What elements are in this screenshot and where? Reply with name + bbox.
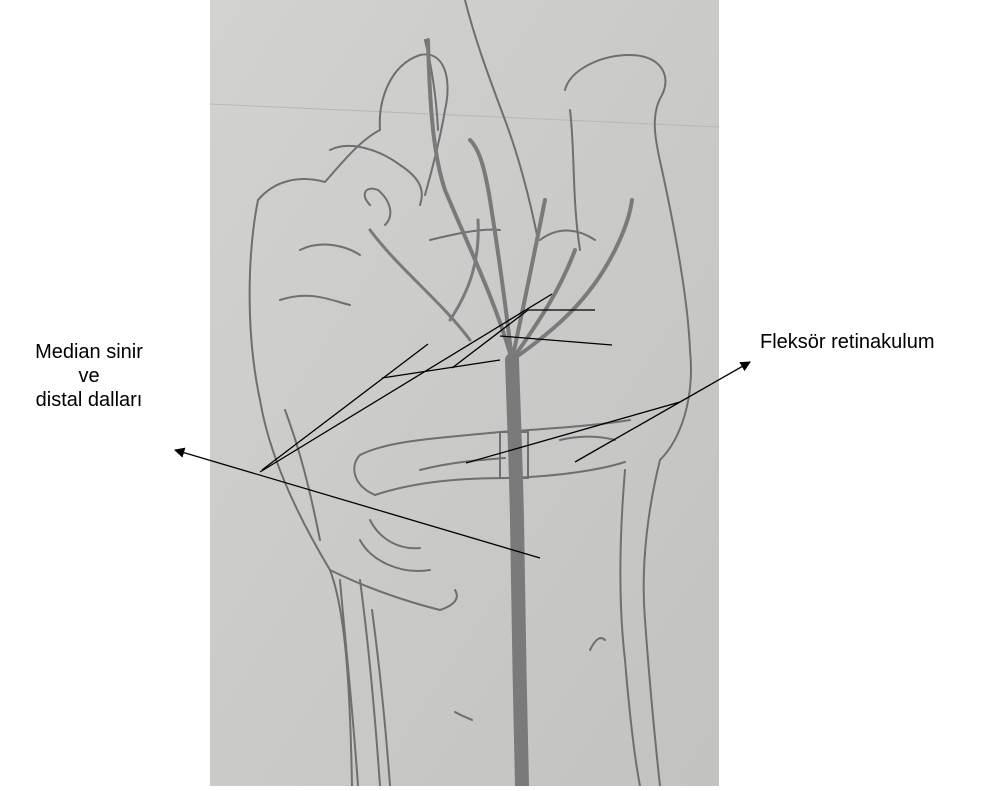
- median-nerve-label-line-3: distal dalları: [0, 388, 178, 412]
- median-nerve-label-line-1: Median sinir: [0, 340, 178, 364]
- paper-photo: [210, 0, 719, 786]
- median-nerve-label: Median sinir ve distal dalları: [0, 340, 178, 412]
- median-nerve-label-line-2: ve: [0, 364, 178, 388]
- flexor-retinaculum-label: Fleksör retinakulum: [760, 330, 1000, 354]
